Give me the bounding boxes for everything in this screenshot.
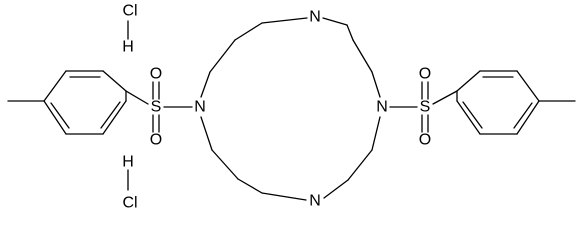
bond-s-aryl-left — [125, 90, 149, 105]
ring-bond — [43, 100, 67, 135]
bond — [347, 149, 373, 181]
ring-bond — [456, 70, 481, 92]
atom-labels: Cl H H Cl N N N N S S O O O O — [122, 3, 431, 212]
right-benzene-ring — [456, 70, 576, 135]
aromatic-inner-bond — [513, 102, 533, 129]
aromatic-inner-bond — [50, 102, 70, 129]
bond — [237, 178, 263, 194]
bond — [371, 71, 381, 98]
atom-label-n-left: N — [194, 99, 206, 116]
atom-label-n-right: N — [376, 99, 388, 116]
bond — [371, 116, 381, 151]
chemical-structure-diagram: Cl H H Cl N N N N S S O O O O — [7, 3, 576, 212]
bond — [200, 71, 211, 98]
right-sulfonyl-group — [389, 81, 458, 133]
bond — [200, 116, 213, 151]
atom-label-n-bottom: N — [309, 193, 321, 210]
left-sulfonyl-group — [125, 81, 193, 133]
atom-label-o-left-bottom: O — [150, 132, 162, 149]
ring-bond — [456, 100, 481, 135]
ring-bond — [102, 100, 127, 135]
atom-label-o-left-top: O — [150, 66, 162, 83]
atom-label-h-bottom: H — [122, 154, 134, 171]
atom-label-n-top: N — [309, 9, 321, 26]
bond — [346, 24, 354, 41]
atom-label-cl-top: Cl — [122, 3, 137, 20]
atom-label-o-right-bottom: O — [419, 132, 431, 149]
atom-label-cl-bottom: Cl — [122, 195, 137, 212]
bond — [352, 39, 373, 73]
bond — [209, 39, 236, 73]
bond-s-aryl-right — [432, 90, 458, 105]
atom-label-s-left: S — [151, 99, 162, 116]
bond — [211, 149, 239, 180]
ring-bond — [516, 100, 540, 135]
bond — [261, 17, 308, 24]
aromatic-inner-bond — [462, 101, 483, 129]
bond — [234, 22, 263, 41]
macrocycle-ring — [200, 17, 381, 201]
left-benzene-ring — [7, 70, 127, 135]
atom-label-h-top: H — [122, 39, 134, 56]
bond — [322, 17, 348, 26]
bond — [323, 179, 349, 199]
ring-bond — [516, 70, 540, 102]
aromatic-inner-bond — [100, 101, 121, 129]
atom-label-s-right: S — [420, 99, 431, 116]
ring-bond — [102, 70, 127, 92]
bond — [261, 192, 307, 201]
ring-bond — [43, 70, 67, 102]
atom-label-o-right-top: O — [419, 66, 431, 83]
